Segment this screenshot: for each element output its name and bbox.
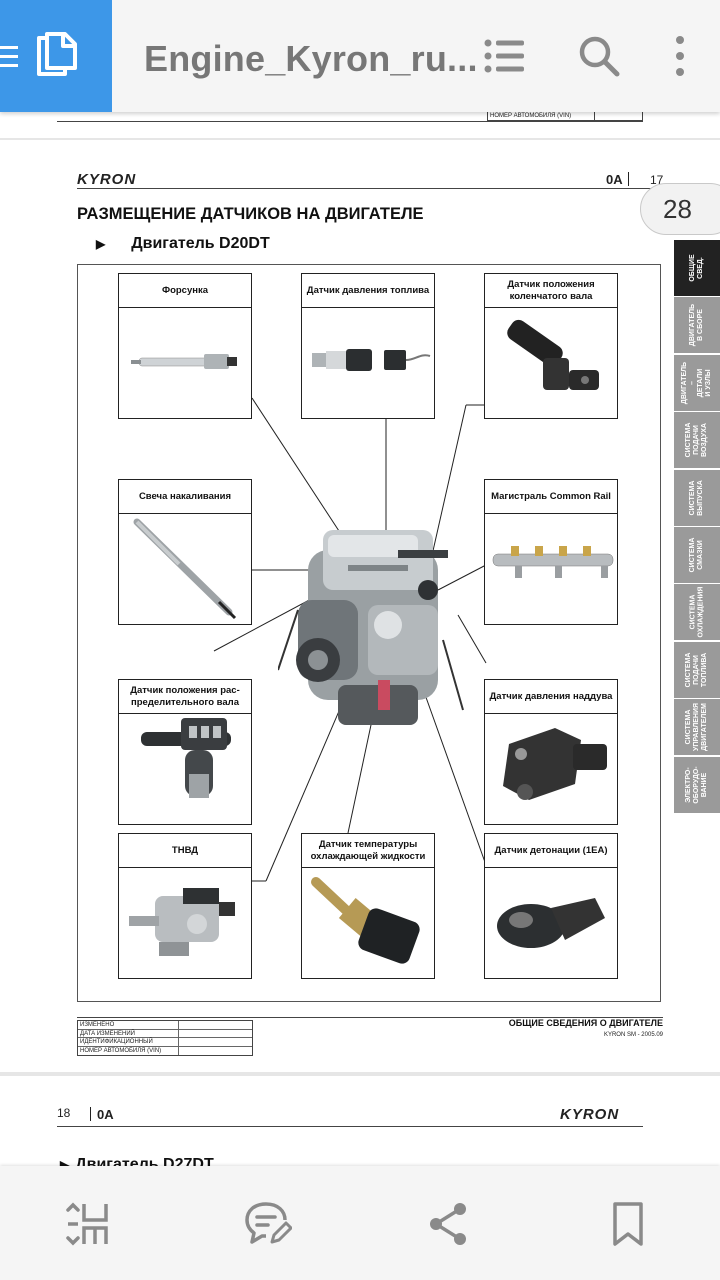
revision-row: ИДЕНТИФИКАЦИОННЫЙ — [78, 1038, 252, 1047]
callout-common-rail: Магистраль Common Rail — [484, 479, 618, 625]
callout-crankshaft-sensor: Датчик положения коленчатого вала — [484, 273, 618, 419]
chapter-tabs: ОБЩИЕ СВЕД. ДВИГАТЕЛЬ В СБОРЕ ДВИГАТЕЛЬ … — [674, 240, 720, 814]
search-icon[interactable] — [577, 34, 621, 78]
menu-button[interactable] — [0, 0, 112, 112]
comment-edit-icon[interactable] — [244, 1200, 292, 1248]
engine-illustration — [278, 530, 464, 725]
revision-table: ИЗМЕНЕНО ДАТА ИЗМЕНЕНИЙ ИДЕНТИФИКАЦИОННЫ… — [77, 1020, 253, 1056]
chapter-tab[interactable]: ДВИГАТЕЛЬ В СБОРЕ — [674, 297, 720, 354]
callout-fuel-pressure-sensor: Датчик давления топлива — [301, 273, 435, 419]
footer-title: ОБЩИЕ СВЕДЕНИЯ О ДВИГАТЕЛЕ — [508, 1018, 663, 1028]
chapter-tab[interactable]: ЭЛЕКТРО- ОБОРУДО- ВАНИЕ — [674, 756, 720, 813]
previous-page-fragment: НОМЕР АВТОМОБИЛЯ (VIN) — [0, 112, 720, 138]
chapter-tab[interactable]: ОБЩИЕ СВЕД. — [674, 240, 720, 296]
section-code: 0A — [606, 172, 623, 187]
callout-coolant-temp-sensor: Датчик температуры охлаждающей жидкости — [301, 833, 435, 979]
menu-icon — [0, 46, 18, 73]
revision-row: НОМЕР АВТОМОБИЛЯ (VIN) — [78, 1046, 252, 1056]
chapter-tab[interactable]: СИСТЕМА ПОДАЧИ ТОПЛИВА — [674, 641, 720, 698]
list-icon[interactable] — [483, 34, 527, 78]
callout-injection-pump: ТНВД — [118, 833, 252, 979]
chapter-tab[interactable]: СИСТЕМА ОХЛАЖДЕНИЯ — [674, 584, 720, 641]
next-kyron-logo: KYRON — [560, 1106, 620, 1123]
prev-footer-table: НОМЕР АВТОМОБИЛЯ (VIN) — [487, 112, 643, 121]
callout-boost-pressure-sensor: Датчик давления наддува — [484, 679, 618, 825]
prev-footer-row: НОМЕР АВТОМОБИЛЯ (VIN) — [490, 113, 572, 119]
page-heading: РАЗМЕЩЕНИЕ ДАТЧИКОВ НА ДВИГАТЕЛЕ — [77, 205, 424, 223]
revision-row: ДАТА ИЗМЕНЕНИЙ — [78, 1029, 252, 1038]
callout-camshaft-sensor: Датчик положения рас-пределительного вал… — [118, 679, 252, 825]
play-bullet-icon: ▶ — [60, 1158, 70, 1172]
kyron-logo: KYRON — [77, 171, 137, 188]
next-page-fragment: 18 0A KYRON ▶Двигатель D27DT — [0, 1076, 720, 1176]
sensor-layout-figure: Форсунка Датчик давления топлива — [77, 264, 661, 1002]
chapter-tab[interactable]: СИСТЕМА ПОДАЧИ ВОЗДУХА — [674, 412, 720, 469]
share-icon[interactable] — [424, 1200, 472, 1248]
reflow-icon[interactable] — [64, 1200, 112, 1248]
top-app-bar: Engine_Kyron_ru... — [0, 0, 720, 112]
footer-model: KYRON SM - 2005.09 — [603, 1032, 663, 1038]
next-page-number: 18 — [57, 1106, 71, 1120]
document-icon — [37, 32, 77, 76]
callout-glow-plug: Свеча накаливания — [118, 479, 252, 625]
chapter-tab[interactable]: СИСТЕМА ВЫПУСКА — [674, 469, 720, 526]
callout-knock-sensor: Датчик детонации (1EA) — [484, 833, 618, 979]
callout-injector: Форсунка — [118, 273, 252, 419]
play-bullet-icon: ▶ — [96, 237, 106, 251]
page-indicator-badge[interactable]: 28 — [640, 183, 720, 235]
chapter-tab[interactable]: СИСТЕМА СМАЗКИ — [674, 526, 720, 583]
page-subheading: ▶Двигатель D20DT — [96, 235, 270, 252]
document-page[interactable]: KYRON 0A 17 РАЗМЕЩЕНИЕ ДАТЧИКОВ НА ДВИГА… — [0, 140, 720, 1072]
bookmark-icon[interactable] — [604, 1200, 652, 1248]
more-vert-icon[interactable] — [658, 34, 702, 78]
revision-row: ИЗМЕНЕНО — [78, 1021, 252, 1030]
bottom-toolbar — [0, 1166, 720, 1280]
chapter-tab[interactable]: ДВИГАТЕЛЬ – ДЕТАЛИ И УЗЛЫ — [674, 354, 720, 411]
chapter-tab[interactable]: СИСТЕМА УПРАВЛЕНИЯ ДВИГАТЕЛЕМ — [674, 699, 720, 756]
document-title[interactable]: Engine_Kyron_ru... — [144, 38, 478, 79]
next-section-code: 0A — [97, 1107, 114, 1122]
